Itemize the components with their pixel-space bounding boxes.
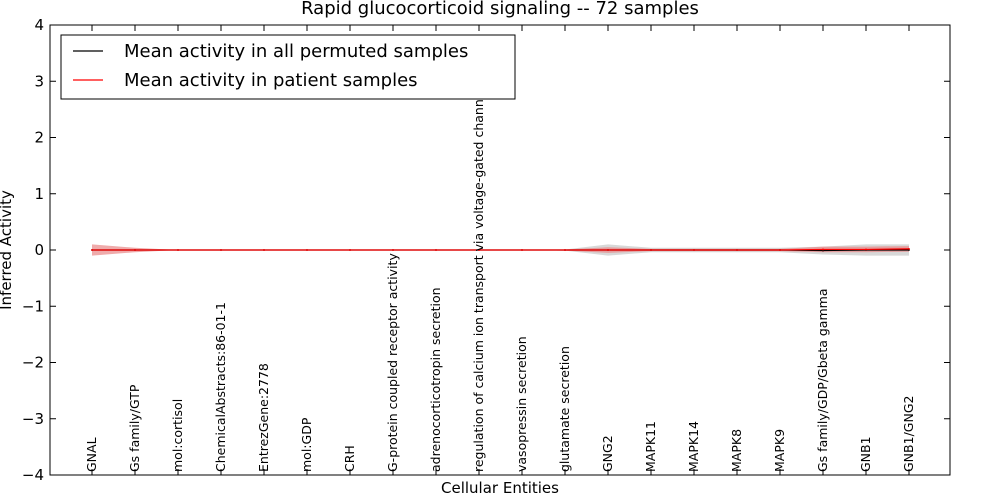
category-label: adrenocorticotropin secretion xyxy=(428,287,443,472)
category-label: MAPK14 xyxy=(686,421,701,472)
x-axis-label: Cellular Entities xyxy=(441,479,559,497)
category-label: CRH xyxy=(342,445,357,472)
point-series-1 xyxy=(521,249,523,251)
legend-entry: Mean activity in all permuted samples xyxy=(124,41,468,62)
category-label: ChemicalAbstracts:86-01-1 xyxy=(213,302,228,472)
point-series-1 xyxy=(908,247,910,250)
point-series-1 xyxy=(564,249,566,251)
category-label: mol:cortisol xyxy=(170,399,185,472)
y-tick-label: 0 xyxy=(34,241,44,259)
category-label: G-protein coupled receptor activity xyxy=(385,253,400,472)
y-axis-label: Inferred Activity xyxy=(0,190,15,310)
point-series-1 xyxy=(306,249,308,251)
series-lines xyxy=(91,247,910,252)
x-axis xyxy=(91,25,910,475)
legend: Mean activity in all permuted samplesMea… xyxy=(60,34,516,100)
category-label: GNB1/GNG2 xyxy=(901,396,916,472)
category-label: Gs family/GDP/Gbeta gamma xyxy=(815,289,830,472)
y-tick-label: 1 xyxy=(34,185,44,203)
point-series-1 xyxy=(822,248,824,251)
category-label: GNB1 xyxy=(858,436,873,472)
category-labels: GNAL Gs family/GTP mol:cortisol ChemicalAbs… xyxy=(84,88,916,472)
point-series-1 xyxy=(607,249,609,251)
point-series-1 xyxy=(263,249,265,251)
point-series-1 xyxy=(349,249,351,251)
y-tick-label: −3 xyxy=(22,410,44,428)
category-label: EntrezGene:2778 xyxy=(256,363,271,472)
point-series-1 xyxy=(177,249,179,251)
category-label: GNG2 xyxy=(600,435,615,472)
point-series-1 xyxy=(736,249,738,251)
point-series-1 xyxy=(392,249,394,251)
category-label: MAPK8 xyxy=(729,429,744,472)
category-label: Gs family/GTP xyxy=(127,384,142,472)
point-series-1 xyxy=(435,249,437,251)
point-series-1 xyxy=(91,249,93,251)
y-tick-label: −2 xyxy=(22,354,44,372)
y-tick-label: −4 xyxy=(22,466,44,484)
point-series-1 xyxy=(478,249,480,251)
point-series-1 xyxy=(693,249,695,251)
y-tick-label: 4 xyxy=(34,16,44,34)
category-label: GNAL xyxy=(84,437,99,472)
point-series-1 xyxy=(650,249,652,251)
category-label: regulation of calcium ion transport via … xyxy=(471,88,486,472)
point-series-1 xyxy=(220,249,222,251)
y-tick-label: 2 xyxy=(34,129,44,147)
category-label: MAPK11 xyxy=(643,421,658,472)
category-label: MAPK9 xyxy=(772,429,787,472)
point-series-1 xyxy=(865,248,867,251)
chart-title: Rapid glucocorticoid signaling -- 72 sam… xyxy=(301,0,699,19)
legend-box xyxy=(60,34,516,100)
point-series-1 xyxy=(779,249,781,251)
line-series-1 xyxy=(92,248,910,251)
category-label: vasopressin secretion xyxy=(514,336,529,472)
category-label: mol:GDP xyxy=(299,417,314,472)
y-tick-label: 3 xyxy=(34,72,44,90)
category-label: glutamate secretion xyxy=(557,346,572,472)
y-axis: 4 3 2 1 0 −1 −2 −3 −4 xyxy=(22,16,950,484)
legend-entry: Mean activity in patient samples xyxy=(124,70,418,91)
point-series-1 xyxy=(134,249,136,251)
y-tick-label: −1 xyxy=(22,297,44,315)
